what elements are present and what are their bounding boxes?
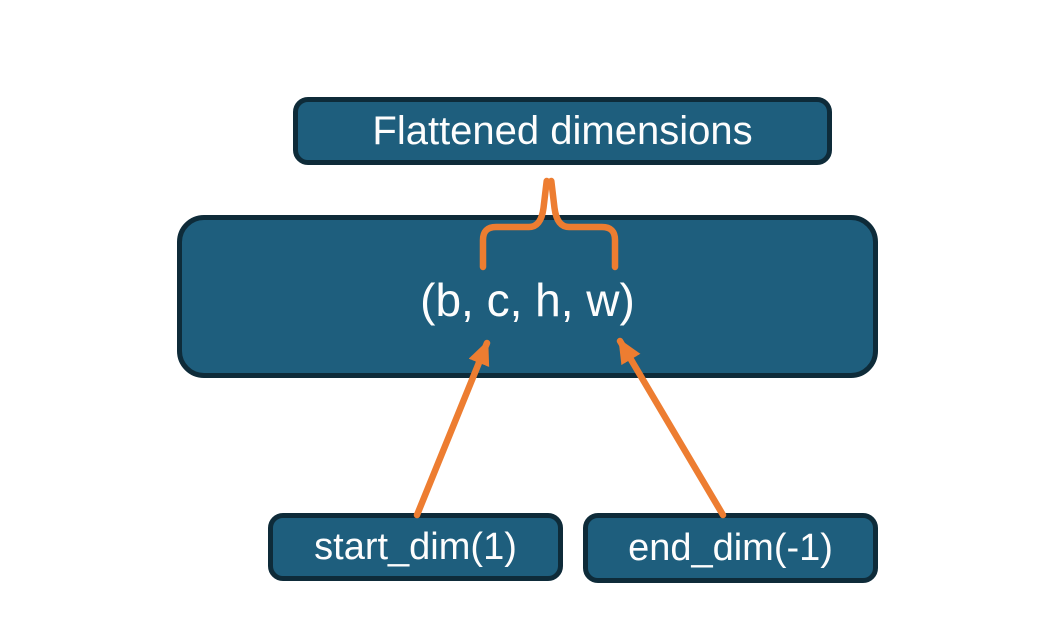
end-dim-box: end_dim(-1): [583, 513, 878, 583]
flattened-dimensions-box: Flattened dimensions: [293, 97, 832, 165]
tensor-shape-box: (b, c, h, w): [177, 215, 878, 378]
flattened-dimensions-label: Flattened dimensions: [372, 109, 753, 153]
tensor-shape-label: (b, c, h, w): [420, 273, 635, 326]
start-dim-box: start_dim(1): [268, 513, 563, 581]
start-dim-label: start_dim(1): [314, 526, 517, 568]
end-dim-label: end_dim(-1): [628, 527, 833, 569]
